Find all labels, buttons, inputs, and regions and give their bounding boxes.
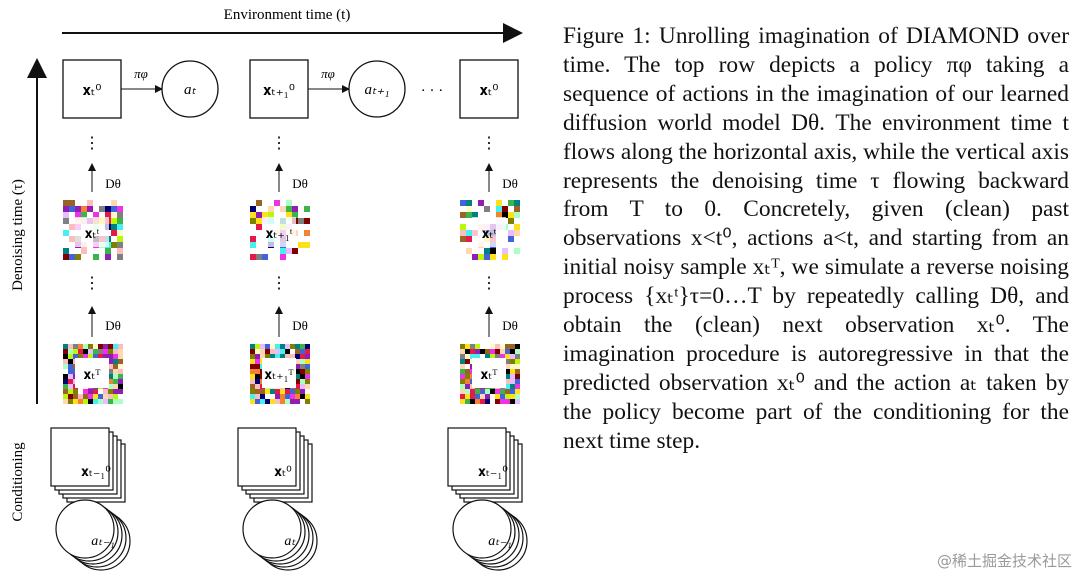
mid-obs-label: 𝐱ₜᵗ: [85, 227, 100, 242]
denoiser-label-2: Dθ: [292, 318, 308, 333]
cond-act-stack: [55, 499, 115, 559]
clean-obs-label: 𝐱ₜ₊₁⁰: [263, 83, 295, 99]
column-0: 𝐱ₜ⁰ πφ aₜ ⋮ Dθ 𝐱ₜᵗ ⋮ Dθ 𝐱ₜᵀ 𝐱ₜ₋₁⁰ aₜ₋₁: [50, 59, 219, 571]
denoiser-label: Dθ: [292, 176, 308, 191]
vdots-top: ⋮: [481, 135, 497, 152]
vdots-mid: ⋮: [271, 275, 287, 292]
caption-label: Figure 1:: [563, 23, 651, 49]
vdots-mid: ⋮: [481, 275, 497, 292]
denoiser-label: Dθ: [105, 176, 121, 191]
column-2: 𝐱ₜ⁰ ⋮ Dθ 𝐱ₜᵗ ⋮ Dθ 𝐱ₜᵀ 𝐱ₜ₋₁⁰ aₜ₋₁: [447, 59, 528, 571]
clean-obs-box: [62, 59, 122, 119]
noisy-label-bg: [75, 358, 109, 388]
clean-obs-box: [249, 59, 309, 119]
clean-obs-label: 𝐱ₜ⁰: [480, 83, 499, 99]
env-time-label: Environment time (t): [224, 7, 351, 23]
cond-obs-label: 𝐱ₜ⁰: [274, 465, 292, 480]
vdots-mid: ⋮: [84, 275, 100, 292]
policy-label: πφ: [134, 66, 148, 81]
cond-act-stack: [242, 499, 302, 559]
action-circle: [161, 60, 219, 118]
noisy-label-bg: [472, 358, 506, 388]
cond-obs-label: 𝐱ₜ₋₁⁰: [478, 465, 508, 480]
action-label: aₜ: [184, 82, 197, 98]
denoiser-label: Dθ: [502, 176, 518, 191]
cond-act-stack: [452, 499, 512, 559]
clean-obs-box: [459, 59, 519, 119]
diamond-figure: Environment time (t) Denoising time (τ) …: [0, 0, 540, 577]
cond-act-label: aₜ: [284, 534, 296, 549]
watermark: @稀土掘金技术社区: [936, 552, 1072, 570]
noisy-obs-label: 𝐱ₜᵀ: [84, 368, 101, 383]
hdots: · · ·: [421, 83, 444, 99]
mid-obs-label: 𝐱ₜ₊₁ᵗ: [266, 227, 293, 242]
cond-obs-stack: [50, 427, 110, 487]
mid-label-bg: [472, 217, 506, 247]
denoiser-label-2: Dθ: [105, 318, 121, 333]
mid-label-bg: [75, 217, 109, 247]
action-circle: [348, 60, 406, 118]
mid-label-bg: [262, 217, 296, 247]
vdots-top: ⋮: [84, 135, 100, 152]
noisy-label-bg: [262, 358, 296, 388]
column-1: 𝐱ₜ₊₁⁰ πφ aₜ₊₁ ⋮ Dθ 𝐱ₜ₊₁ᵗ ⋮ Dθ 𝐱ₜ₊₁ᵀ 𝐱ₜ⁰ aₜ: [237, 59, 406, 571]
action-label: aₜ₊₁: [364, 82, 389, 98]
cond-act-label: aₜ₋₁: [488, 534, 511, 549]
figure-caption: Figure 1: Unrolling imagination of DIAMO…: [563, 22, 1069, 456]
cond-obs-label: 𝐱ₜ₋₁⁰: [81, 465, 111, 480]
mid-obs-label: 𝐱ₜᵗ: [482, 227, 497, 242]
vdots-top: ⋮: [271, 135, 287, 152]
caption-text: Unrolling imagination of DIAMOND over ti…: [563, 23, 1070, 454]
cond-obs-stack: [447, 427, 507, 487]
conditioning-label: Conditioning: [10, 442, 26, 522]
noisy-obs-label: 𝐱ₜ₊₁ᵀ: [264, 368, 293, 383]
cond-obs-stack: [237, 427, 297, 487]
cond-act-label: aₜ₋₁: [91, 534, 114, 549]
clean-obs-label: 𝐱ₜ⁰: [83, 83, 102, 99]
policy-label: πφ: [321, 66, 335, 81]
denoise-time-label: Denoising time (τ): [10, 179, 26, 291]
denoiser-label-2: Dθ: [502, 318, 518, 333]
noisy-obs-label: 𝐱ₜᵀ: [481, 368, 498, 383]
figure-canvas: Environment time (t) Denoising time (τ) …: [10, 7, 528, 571]
